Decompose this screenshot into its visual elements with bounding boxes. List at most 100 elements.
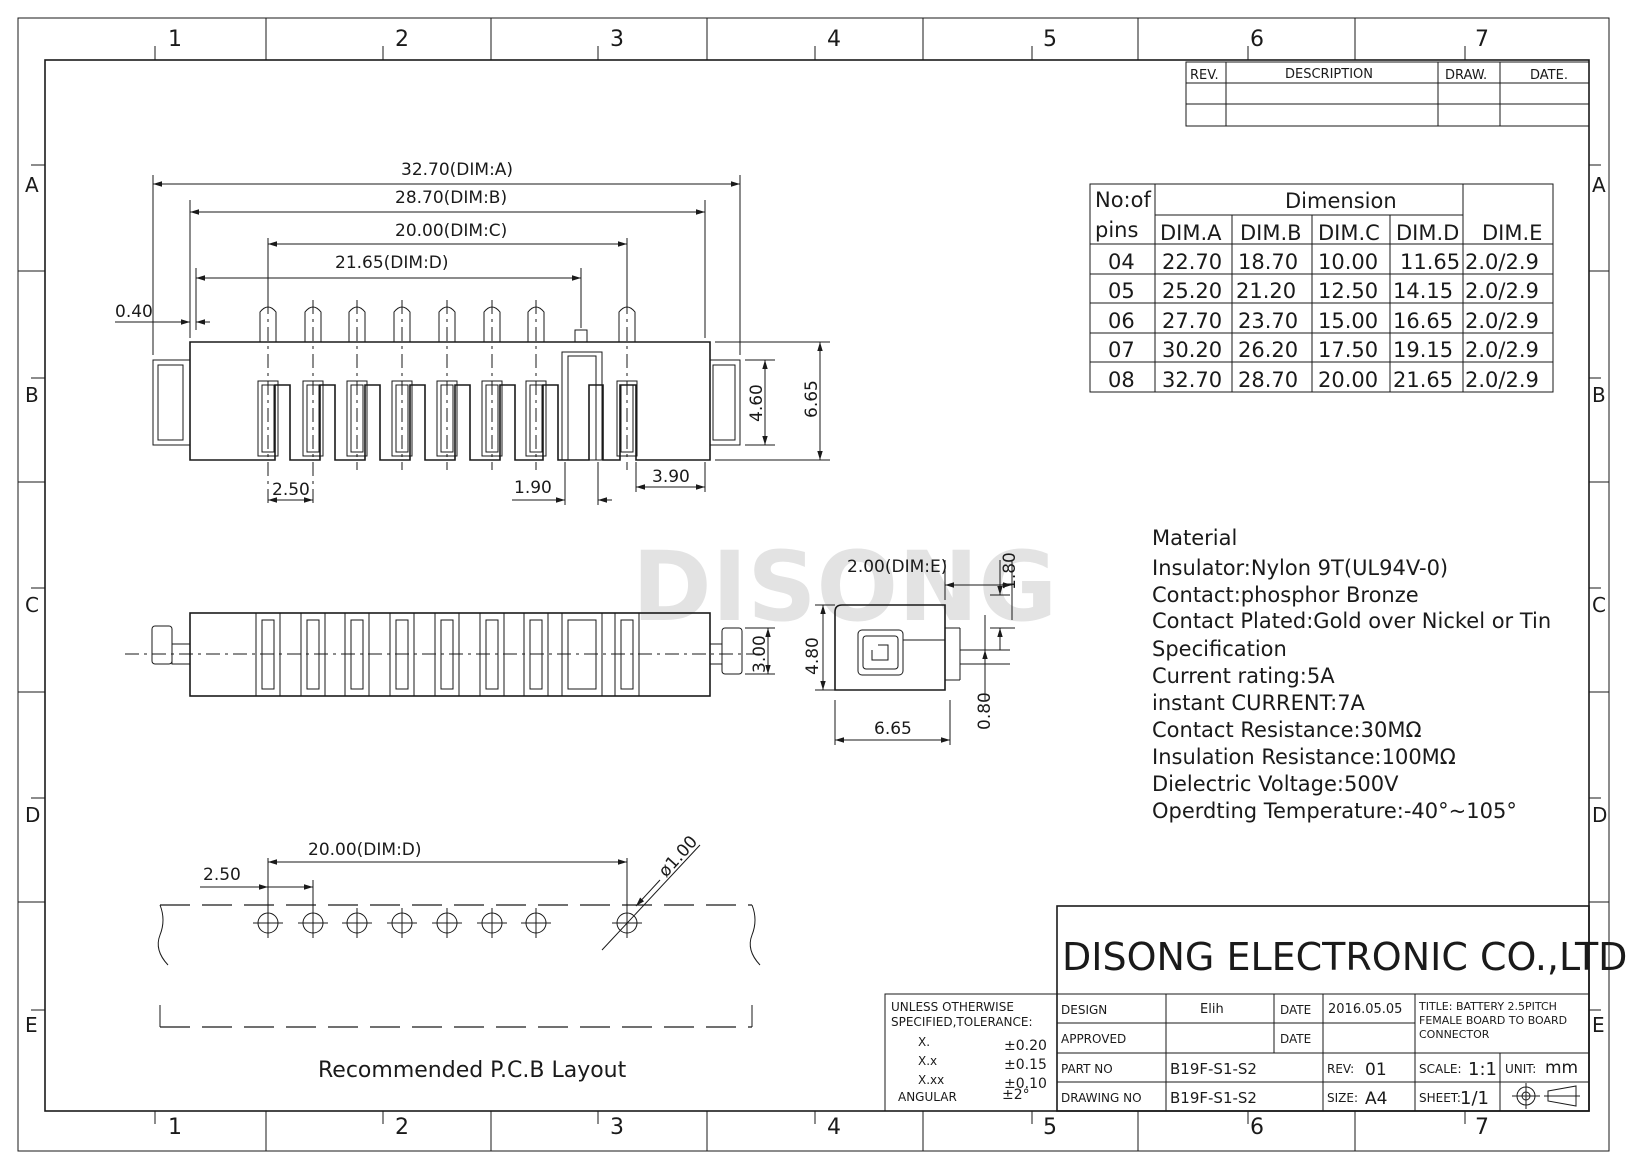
unit-value: mm (1545, 1058, 1578, 1078)
col-header: DIM.D (1396, 221, 1459, 245)
scale-label: SCALE: (1419, 1062, 1462, 1076)
inner-frame (44, 59, 1590, 1112)
dim-e-label: 2.00(DIM:E) (847, 557, 947, 577)
dimension-header: Dimension (1285, 189, 1397, 213)
table-cell: 06 (1108, 309, 1135, 333)
tolerance-value: ±0.15 (1004, 1057, 1047, 1073)
part-no-value: B19F-S1-S2 (1170, 1060, 1257, 1078)
dim-040-label: 0.40 (115, 302, 153, 322)
table-cell: 23.70 (1238, 309, 1298, 333)
zone-numbers-top: 1 2 3 4 5 6 7 (168, 27, 1489, 52)
zone-letter: C (1592, 593, 1606, 617)
spec-line: Contact Plated:Gold over Nickel or Tin (1152, 609, 1551, 633)
table-cell: 11.65 (1400, 250, 1460, 274)
table-cell: 10.00 (1318, 250, 1378, 274)
zone-letter: D (25, 803, 40, 827)
dim-665-label: 6.65 (802, 380, 822, 418)
zone-number: 2 (395, 1115, 409, 1140)
tolerance-value: ±2° (1002, 1087, 1030, 1103)
dim-d-label: 21.65(DIM:D) (335, 253, 449, 273)
col-header: DIM.E (1482, 221, 1542, 245)
table-row: 07 30.20 26.20 17.50 19.15 2.0/2.9 (1108, 338, 1539, 362)
zone-number: 4 (827, 27, 841, 52)
table-cell: 22.70 (1162, 250, 1222, 274)
zone-number: 3 (610, 1115, 624, 1140)
table-cell: 15.00 (1318, 309, 1378, 333)
zone-dividers (18, 18, 1609, 1151)
table-cell: 07 (1108, 338, 1135, 362)
table-cell: 18.70 (1238, 250, 1298, 274)
spec-line: Material (1152, 526, 1237, 550)
part-no-label: PART NO (1061, 1062, 1113, 1076)
table-cell: 2.0/2.9 (1465, 368, 1539, 392)
date-value: 2016.05.05 (1328, 1002, 1402, 1017)
pins-header: No:of (1095, 188, 1151, 212)
dim-c-label: 20.00(DIM:C) (395, 221, 507, 241)
side-view: 2.00(DIM:E) 1.80 4.80 0.80 6.65 (803, 552, 1020, 745)
table-cell: 21.65 (1393, 368, 1453, 392)
zone-number: 1 (168, 27, 182, 52)
zone-number: 2 (395, 27, 409, 52)
spec-line: Dielectric Voltage:500V (1152, 772, 1399, 796)
rev-label: REV: (1327, 1062, 1354, 1076)
table-cell: 25.20 (1162, 279, 1222, 303)
pins-header: pins (1095, 218, 1138, 242)
table-cell: 05 (1108, 279, 1135, 303)
spec-line: Insulation Resistance:100MΩ (1152, 745, 1456, 769)
rev-value: 01 (1365, 1060, 1387, 1080)
pcb-hole-dia-label: ø1.00 (655, 832, 702, 881)
title-line: CONNECTOR (1419, 1028, 1490, 1041)
pcb-caption: Recommended P.C.B Layout (318, 1058, 627, 1083)
date2-label: DATE (1280, 1032, 1311, 1046)
top-view-slots (255, 612, 640, 697)
table-cell: 17.50 (1318, 338, 1378, 362)
spec-line: Contact:phosphor Bronze (1152, 583, 1419, 607)
table-cell: 32.70 (1162, 368, 1222, 392)
dim-b-label: 28.70(DIM:B) (395, 188, 507, 208)
pcb-layout: 20.00(DIM:D) 2.50 ø1.00 Recommended P.C.… (157, 832, 761, 1083)
col-header: DIM.C (1318, 221, 1380, 245)
sheet-value: 1/1 (1460, 1088, 1489, 1109)
spec-line: instant CURRENT:7A (1152, 691, 1366, 715)
dim-460-label: 4.60 (747, 384, 767, 422)
zone-letters-right: A B C D E (1592, 173, 1607, 1037)
spec-line: Specification (1152, 637, 1287, 661)
revision-table: REV. DESCRIPTION DRAW. DATE. (1185, 61, 1590, 127)
tolerance-label: ANGULAR (898, 1090, 957, 1104)
table-cell: 2.0/2.9 (1465, 338, 1539, 362)
drawing-no-value: B19F-S1-S2 (1170, 1089, 1257, 1107)
table-cell: 14.15 (1393, 279, 1453, 303)
table-cell: 2.0/2.9 (1465, 250, 1539, 274)
dimension-table: No:of pins Dimension DIM.A DIM.B DIM.C D… (1089, 183, 1554, 393)
table-cell: 20.00 (1318, 368, 1378, 392)
drawing-no-label: DRAWING NO (1061, 1091, 1142, 1105)
zone-letters-left: A B C D E (25, 173, 40, 1037)
tolerance-value: ±0.20 (1004, 1038, 1047, 1054)
spec-line: Contact Resistance:30MΩ (1152, 718, 1422, 742)
zone-number: 6 (1250, 1115, 1264, 1140)
zone-letter: B (1592, 383, 1606, 407)
size-value: A4 (1365, 1089, 1387, 1109)
table-cell: 26.20 (1238, 338, 1298, 362)
projection-symbol-icon (1512, 1083, 1580, 1109)
dim-180-label: 1.80 (1000, 552, 1020, 590)
table-cell: 21.20 (1236, 279, 1296, 303)
table-cell: 12.50 (1318, 279, 1378, 303)
design-value: Elih (1200, 1002, 1224, 1017)
tolerance-note: SPECIFIED,TOLERANCE: (891, 1015, 1033, 1029)
pcb-holes (253, 908, 642, 938)
table-cell: 2.0/2.9 (1465, 279, 1539, 303)
spec-line: Operdting Temperature:-40°~105° (1152, 799, 1517, 823)
zone-numbers-bottom: 1 2 3 4 5 6 7 (168, 1115, 1489, 1140)
outer-frame (17, 17, 1610, 1152)
table-cell: 19.15 (1393, 338, 1453, 362)
zone-letter: E (25, 1013, 38, 1037)
tolerance-label: X. (918, 1035, 930, 1049)
col-header: DIM.B (1240, 221, 1302, 245)
zone-number: 1 (168, 1115, 182, 1140)
table-cell: 28.70 (1238, 368, 1298, 392)
rev-header: REV. (1190, 68, 1219, 83)
table-cell: 27.70 (1162, 309, 1222, 333)
draw-header: DRAW. (1445, 68, 1487, 83)
